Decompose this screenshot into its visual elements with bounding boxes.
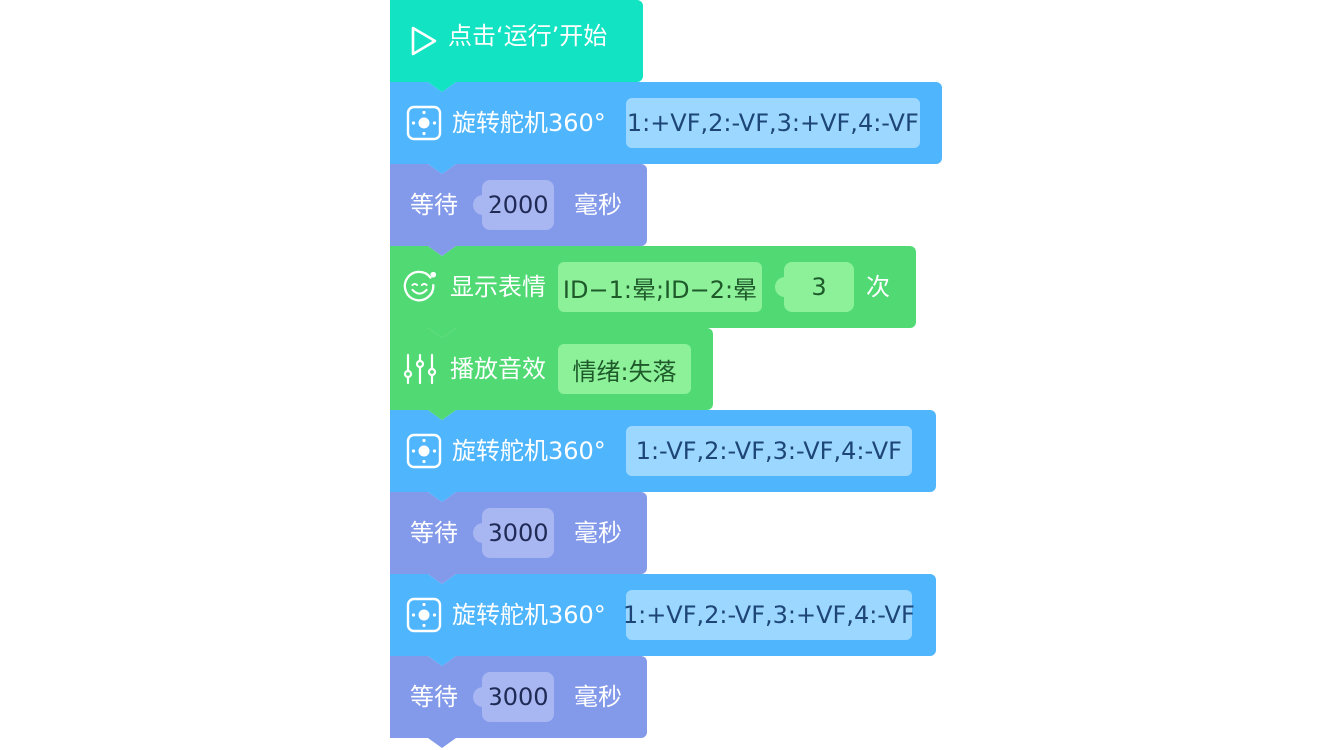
start-label: 点击‘运行’开始 xyxy=(448,22,608,50)
servo-block[interactable]: 旋转舵机360° 1:+VF,2:-VF,3:+VF,4:-VF xyxy=(390,82,942,174)
wait-ms-input[interactable]: 3000 xyxy=(473,672,554,722)
servo-block[interactable]: 旋转舵机360° 1:+VF,2:-VF,3:+VF,4:-VF xyxy=(390,574,936,666)
play-icon xyxy=(406,23,442,59)
sound-label: 播放音效 xyxy=(450,355,546,383)
repeat-count-input[interactable]: 3 xyxy=(775,262,854,312)
repeat-unit-label: 次 xyxy=(866,273,890,301)
wait-unit-label: 毫秒 xyxy=(574,191,622,219)
wait-ms-input[interactable]: 2000 xyxy=(473,180,554,230)
smiley-icon xyxy=(402,269,438,305)
start-block[interactable]: 点击‘运行’开始 xyxy=(390,0,643,92)
equalizer-icon xyxy=(402,351,438,387)
display-expression-block[interactable]: 显示表情 ID−1:晕;ID−2:晕 3 次 xyxy=(390,246,916,338)
wait-block[interactable]: 等待 2000 毫秒 xyxy=(390,164,647,256)
sound-select[interactable]: 情绪:失落 xyxy=(558,344,691,394)
servo-icon xyxy=(406,433,442,469)
display-label: 显示表情 xyxy=(450,273,546,301)
wait-block[interactable]: 等待 3000 毫秒 xyxy=(390,492,647,584)
servo-label: 旋转舵机360° xyxy=(452,109,606,137)
servo-value-field[interactable]: 1:-VF,2:-VF,3:-VF,4:-VF xyxy=(625,426,912,476)
servo-label: 旋转舵机360° xyxy=(452,437,606,465)
servo-label: 旋转舵机360° xyxy=(452,601,606,629)
expression-select[interactable]: ID−1:晕;ID−2:晕 xyxy=(558,262,762,312)
wait-unit-label: 毫秒 xyxy=(574,519,622,547)
play-sound-block[interactable]: 播放音效 情绪:失落 xyxy=(390,328,713,420)
wait-block[interactable]: 等待 3000 毫秒 xyxy=(390,656,647,748)
servo-value-field[interactable]: 1:+VF,2:-VF,3:+VF,4:-VF xyxy=(625,98,920,148)
servo-block[interactable]: 旋转舵机360° 1:-VF,2:-VF,3:-VF,4:-VF xyxy=(390,410,936,502)
wait-unit-label: 毫秒 xyxy=(574,683,622,711)
servo-value-field[interactable]: 1:+VF,2:-VF,3:+VF,4:-VF xyxy=(623,590,915,640)
wait-label: 等待 xyxy=(410,191,458,219)
servo-icon xyxy=(406,597,442,633)
wait-ms-input[interactable]: 3000 xyxy=(473,508,554,558)
wait-label: 等待 xyxy=(410,519,458,547)
servo-icon xyxy=(406,105,442,141)
wait-label: 等待 xyxy=(410,683,458,711)
